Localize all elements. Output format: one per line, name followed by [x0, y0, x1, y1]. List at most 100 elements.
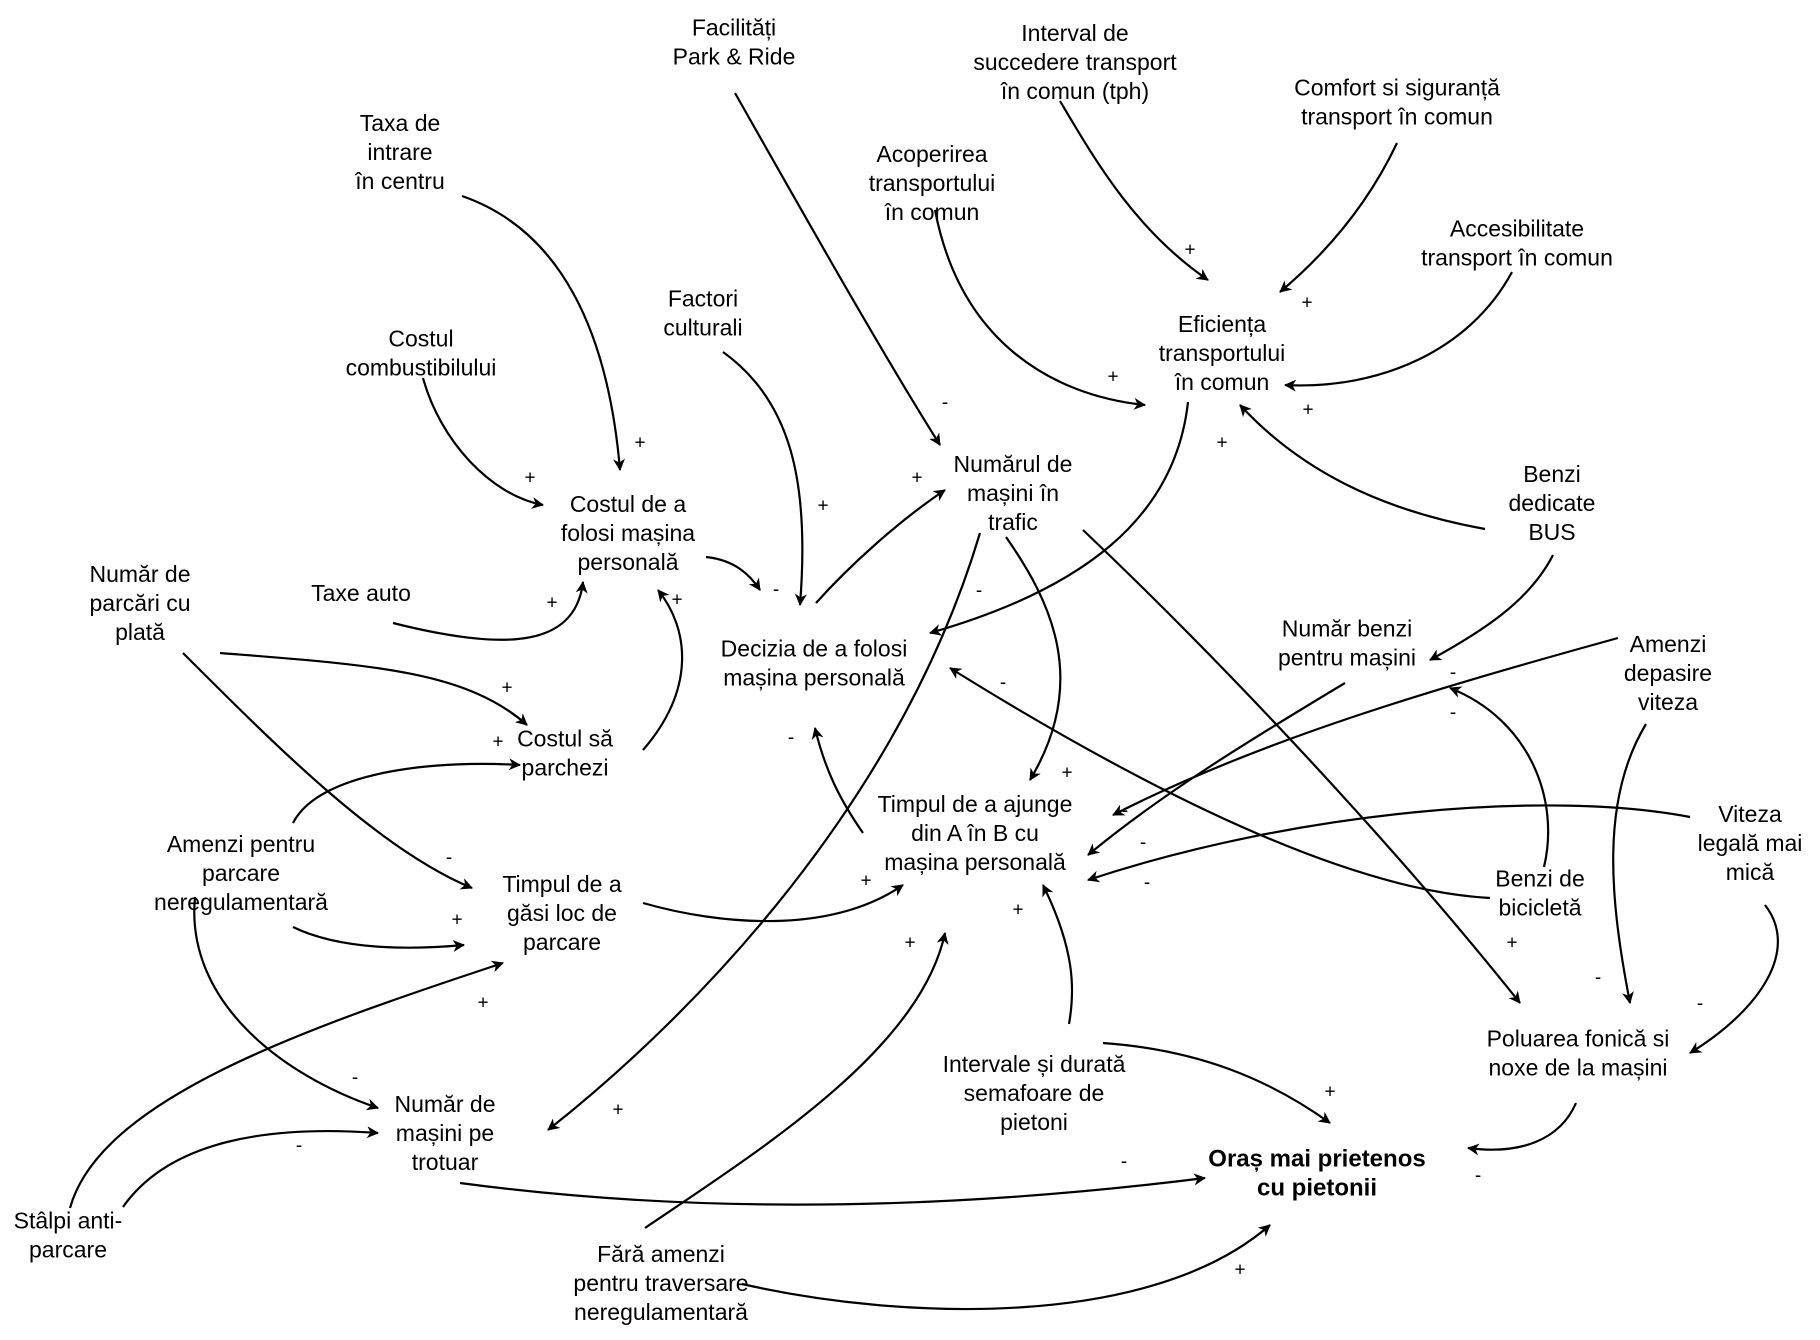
link-amenzi_parcare-to-timp_parcare	[292, 926, 465, 952]
link-taxa_intrare-to-cost_masina	[461, 194, 626, 471]
link-sign-parcari_plata-to-cost_parcare: +	[501, 678, 512, 699]
node-stalpi: Stâlpi anti-parcare	[14, 1208, 123, 1263]
link-accesibilitate-to-eficienta	[1284, 271, 1513, 392]
link-sign-amenzi_parcare-to-cost_parcare: +	[492, 732, 503, 753]
link-sign-fara_amenzi-to-timp_ab: +	[904, 933, 915, 954]
node-label-line: semafoare de	[964, 1080, 1105, 1106]
link-sign-cost_masina-to-decizia: -	[773, 580, 779, 601]
node-label-line: parcare	[523, 929, 601, 955]
link-sign-stalpi-to-timp_parcare: +	[477, 993, 488, 1014]
link-sign-park_ride-to-numar_masini: -	[942, 393, 948, 414]
link-amenzi_viteza-to-timp_ab	[1112, 636, 1619, 816]
node-label-line: în centru	[354, 168, 445, 194]
node-label-line: noxe de la mașini	[1489, 1055, 1668, 1081]
link-combustibil-to-cost_masina	[421, 377, 544, 509]
node-label-line: Timpul de a	[502, 871, 622, 897]
link-sign-accesibilitate-to-eficienta: +	[1302, 400, 1313, 421]
link-park_ride-to-numar_masini	[734, 92, 941, 446]
node-label-line: transport în comun	[1421, 245, 1613, 271]
node-label-line: mică	[1726, 859, 1775, 885]
node-label-line: plată	[115, 619, 165, 645]
link-sign-numar_masini-to-timp_ab: +	[1061, 763, 1072, 784]
link-poluare-to-oras	[1467, 1102, 1578, 1156]
link-sign-intervale_semafoare-to-oras: +	[1324, 1082, 1335, 1103]
link-sign-taxe_auto-to-cost_masina: +	[546, 593, 557, 614]
node-label-line: legală mai	[1698, 830, 1803, 856]
link-sign-viteza_legala-to-poluare: -	[1697, 994, 1703, 1015]
link-stalpi-to-masini_trotuar	[122, 1126, 379, 1208]
node-label-line: mașini în	[967, 480, 1059, 506]
node-label-line: neregulamentară	[154, 889, 328, 915]
link-sign-benzi_bicicleta-to-decizia: -	[1000, 673, 1006, 694]
node-label-line: în comun (tph)	[1000, 78, 1149, 104]
node-label-line: Poluarea fonică si	[1487, 1026, 1670, 1052]
node-label-line: Park & Ride	[673, 44, 796, 70]
node-label-line: Număr de	[90, 561, 191, 587]
link-timp_ab-to-decizia	[811, 727, 864, 834]
node-label-line: Eficiența	[1178, 311, 1266, 337]
node-label-line: folosi mașina	[561, 520, 695, 546]
node-label-line: pentru mașini	[1278, 645, 1416, 671]
link-numar_masini-to-masini_trotuar	[547, 532, 982, 1131]
node-label-line: din A în B cu	[911, 820, 1039, 846]
link-benzi_bus-to-eficienta	[1239, 404, 1486, 531]
node-label-line: Timpul de a ajunge	[878, 791, 1073, 817]
link-timp_parcare-to-timp_ab	[642, 884, 904, 923]
node-label-line: în comun	[884, 199, 980, 225]
link-sign-numar_masini-to-masini_trotuar: +	[612, 1100, 623, 1121]
link-amenzi_parcare-to-masini_trotuar	[193, 896, 379, 1111]
link-benzi_bus-to-benzi_masini	[1429, 554, 1554, 661]
link-signs-layer: ++++++-++-+++++-------+-+++-+++--+---++-	[296, 240, 1703, 1281]
node-label-line: cu pietonii	[1257, 1175, 1377, 1202]
node-label-line: pentru traversare	[573, 1270, 748, 1296]
link-sign-interval-to-eficienta: +	[1184, 240, 1195, 261]
node-label-line: parcare	[202, 860, 280, 886]
node-label-line: viteza	[1638, 689, 1698, 715]
link-sign-stalpi-to-masini_trotuar: -	[296, 1136, 302, 1157]
node-label-line: trafic	[988, 509, 1038, 535]
link-sign-timp_ab-to-decizia: -	[788, 728, 794, 749]
link-sign-amenzi_parcare-to-masini_trotuar: -	[352, 1068, 358, 1089]
link-sign-timp_parcare-to-timp_ab: +	[860, 871, 871, 892]
node-taxe-auto: Taxe auto	[311, 580, 411, 606]
node-label-line: pietoni	[1000, 1109, 1068, 1135]
node-label-line: mașina personală	[884, 849, 1066, 875]
node-label-line: transport în comun	[1301, 104, 1493, 130]
node-label-line: neregulamentară	[574, 1299, 748, 1325]
links-layer	[68, 92, 1779, 1311]
link-fara_amenzi-to-timp_ab	[644, 932, 949, 1229]
link-decizia-to-numar_masini	[815, 489, 946, 604]
link-sign-benzi_bicicleta-to-benzi_masini: -	[1450, 703, 1456, 724]
node-label-line: Taxe auto	[311, 580, 411, 606]
link-sign-combustibil-to-cost_masina: +	[524, 468, 535, 489]
node-label-line: bicicletă	[1498, 895, 1581, 921]
node-timp-ab: Timpul de a ajunge din A în B cu mașina pe…	[878, 791, 1073, 875]
link-sign-factori-to-decizia: +	[817, 496, 828, 517]
node-label-line: Stâlpi anti-	[14, 1208, 123, 1234]
node-poluare: Poluarea fonică si noxe de la mașini	[1487, 1026, 1670, 1081]
link-sign-masini_trotuar-to-oras: -	[1121, 1152, 1127, 1173]
link-sign-benzi_masini-to-timp_ab: -	[1140, 833, 1146, 854]
node-label-line: Acoperirea	[876, 141, 987, 167]
link-sign-amenzi_viteza-to-poluare: -	[1595, 968, 1601, 989]
node-label-line: Factori	[668, 286, 738, 312]
link-sign-amenzi_viteza-to-timp_ab: -	[1122, 801, 1128, 822]
link-amenzi_parcare-to-cost_parcare	[292, 758, 521, 824]
link-interval-to-eficienta	[1059, 100, 1209, 281]
link-fara_amenzi-to-oras	[741, 1224, 1271, 1311]
link-sign-decizia-to-numar_masini: +	[911, 468, 922, 489]
link-sign-viteza_legala-to-timp_ab: -	[1144, 873, 1150, 894]
node-label-line: Amenzi pentru	[167, 831, 315, 857]
link-sign-comfort-to-eficienta: +	[1301, 293, 1312, 314]
link-comfort-to-eficienta	[1279, 142, 1398, 293]
